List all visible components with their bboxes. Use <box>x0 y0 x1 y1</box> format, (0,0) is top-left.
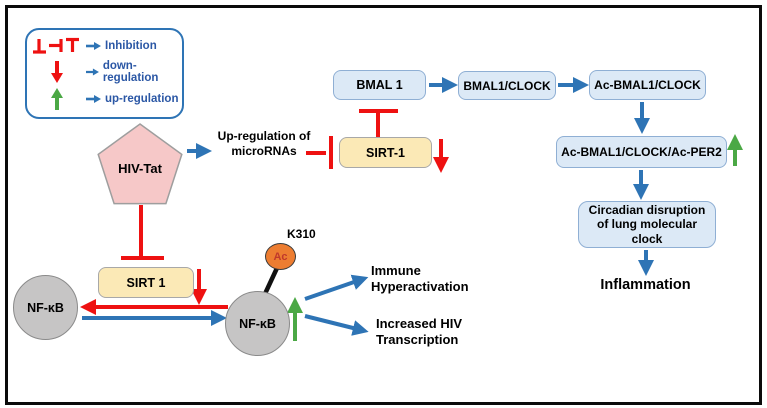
circadian-disruption-box: Circadian disruption of lung molecular c… <box>578 201 716 248</box>
nfkb-left-circle: NF-κB <box>13 275 78 340</box>
legend-label-upregulation: up-regulation <box>105 92 179 105</box>
legend-label-inhibition: Inhibition <box>105 40 157 53</box>
inhibition-tbar-icon <box>33 38 79 54</box>
legend-bullet-arrow-icon <box>86 42 101 51</box>
legend-row-downregulation: down-regulation <box>31 60 180 84</box>
k310-label: K310 <box>287 227 316 241</box>
increased-hiv-transcription-label: Increased HIV Transcription <box>376 316 462 348</box>
hiv-tat-label: HIV-Tat <box>118 161 162 176</box>
legend-row-upregulation: up-regulation <box>31 87 180 111</box>
legend-label-downregulation: down-regulation <box>102 59 159 84</box>
sirt1-bottom-box: SIRT 1 <box>98 267 194 298</box>
red-down-arrow-icon <box>51 60 63 83</box>
upregulation-micrornas-label: Up-regulation of microRNAs <box>217 129 311 158</box>
legend-bullet-arrow-icon <box>86 68 99 75</box>
inflammation-label: Inflammation <box>600 277 691 293</box>
diagram-border <box>5 5 762 405</box>
ac-bmal1-clock-box: Ac-BMAL1/CLOCK <box>589 70 706 100</box>
legend-row-inhibition: Inhibition <box>31 36 180 56</box>
legend-bullet-arrow-icon <box>86 94 101 103</box>
ac-acetyl-circle: Ac <box>265 243 296 270</box>
immune-hyperactivation-label: Immune Hyperactivation <box>371 263 469 295</box>
nfkb-right-circle: NF-κB <box>225 291 290 356</box>
ac-bmal1-clock-ac-per2-box: Ac-BMAL1/CLOCK/Ac-PER2 <box>556 136 727 168</box>
bmal1-clock-box: BMAL1/CLOCK <box>458 71 556 100</box>
legend-box: Inhibition down-regulation up-regula <box>25 28 184 119</box>
sirt1-top-box: SIRT-1 <box>339 137 432 168</box>
green-up-arrow-icon <box>51 87 63 110</box>
bmal1-box: BMAL 1 <box>333 70 426 100</box>
